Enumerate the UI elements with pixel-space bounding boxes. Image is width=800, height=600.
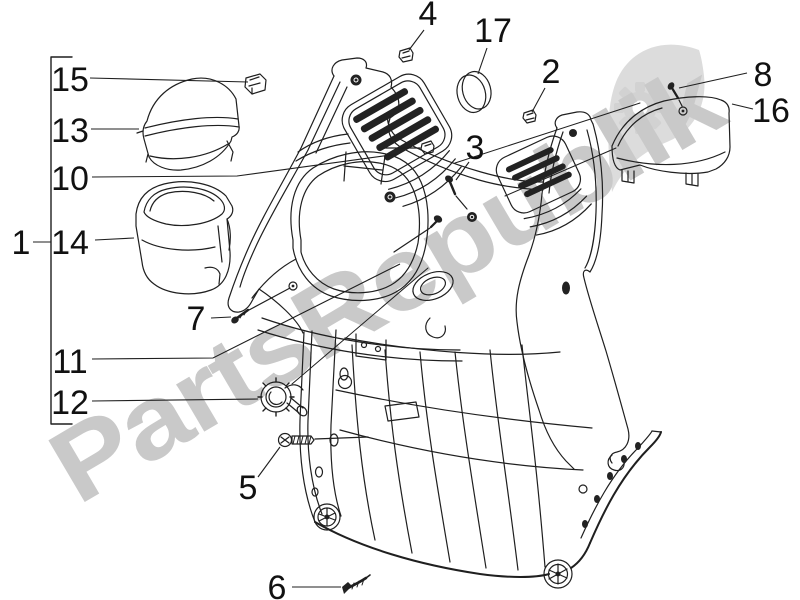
boss-left [313, 503, 341, 531]
screw-5 [277, 432, 369, 448]
callout-label-3: 3 [466, 129, 485, 167]
part-glovebox-14 [135, 181, 234, 295]
part-right-shield [495, 111, 630, 472]
vent-grille-right [495, 135, 592, 236]
callout-leader-8 [678, 72, 748, 89]
screw-3 [445, 175, 468, 210]
screw-8 [667, 82, 688, 116]
nut-2 [522, 109, 537, 124]
vent-grille-left [341, 73, 462, 207]
screw-7 [231, 281, 298, 324]
callout-label-15: 15 [51, 61, 89, 99]
callout-label-5: 5 [239, 469, 258, 507]
reference-lines [291, 102, 641, 385]
screw-middle [393, 215, 443, 253]
part-cover-16 [611, 96, 731, 187]
callout-label-2: 2 [542, 53, 561, 91]
callout-label-6: 6 [268, 569, 287, 600]
callout-label-14: 14 [51, 224, 89, 262]
callout-leader-11 [91, 263, 401, 360]
callout-leader-4 [408, 29, 425, 51]
callout-label-16: 16 [752, 92, 790, 130]
bracket-1 [50, 56, 73, 425]
callout-label-13: 13 [51, 112, 89, 150]
callout-leader-10 [91, 153, 399, 178]
latch-oval [412, 271, 454, 301]
callout-leader-17 [477, 47, 488, 75]
callout-label-4: 4 [419, 0, 438, 33]
part-main-shield [227, 57, 544, 422]
callout-label-11: 11 [52, 343, 87, 381]
part-disc-17 [456, 70, 492, 114]
callout-label-8: 8 [754, 56, 773, 94]
nut-middle [383, 140, 435, 155]
clip-15 [244, 73, 267, 95]
callout-label-7: 7 [187, 300, 206, 338]
callout-label-12: 12 [51, 384, 89, 422]
callout-leader-2 [531, 87, 546, 113]
callout-leader-3 [455, 161, 470, 181]
screw-6 [342, 574, 371, 594]
callout-leader-14 [94, 237, 135, 241]
glovebox-opening [290, 151, 429, 302]
callout-leader-15 [89, 77, 249, 83]
callout-label-17: 17 [474, 12, 512, 50]
watermark-gear-icon [614, 82, 666, 134]
part-lock-12 [257, 377, 308, 417]
callout-label-1: 1 [12, 224, 31, 262]
part-kick-panel [299, 329, 662, 589]
callout-leader-12 [91, 398, 259, 402]
nut-4 [398, 47, 414, 63]
callout-leader-16 [731, 103, 754, 110]
callout-leader-5 [257, 446, 281, 478]
part-cover-13 [136, 77, 240, 171]
boss-right [543, 559, 573, 589]
callout-label-10: 10 [51, 160, 89, 198]
callout-leader-7 [210, 316, 232, 319]
